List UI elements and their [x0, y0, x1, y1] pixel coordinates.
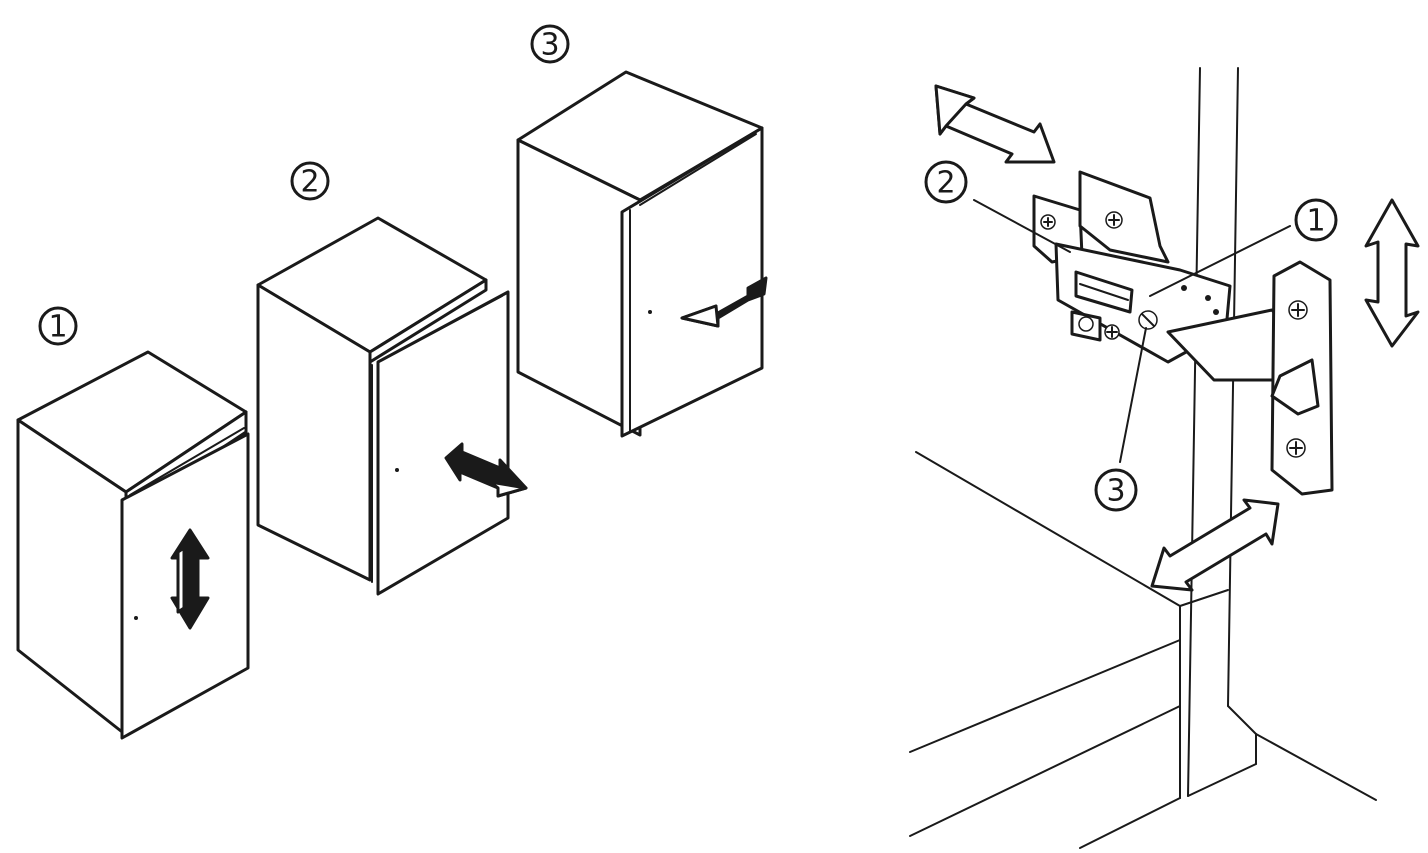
side-adjust-arrow	[934, 84, 1056, 164]
wall-edge-1	[1187, 67, 1201, 797]
slab-top-back	[915, 451, 1181, 607]
right-callout-1: 1	[1294, 198, 1338, 242]
arrow-highlight	[176, 546, 186, 614]
leader-2	[973, 199, 1071, 253]
slab-corner	[1179, 589, 1229, 607]
left-callout-1: 1	[38, 306, 78, 346]
leader-1	[1149, 225, 1291, 297]
left-callout-2: 2	[290, 161, 330, 201]
cabinet-1-knob	[134, 616, 138, 620]
height-adjust-arrow	[1364, 198, 1420, 348]
cabinet-2-knob	[395, 468, 399, 472]
cabinet-1-door-edge	[129, 427, 245, 496]
svg-text:1: 1	[48, 310, 67, 345]
arrow-highlight	[680, 304, 720, 328]
cabinet-2-side	[256, 283, 372, 582]
right-callout-2: 2	[924, 160, 968, 204]
cabinet-3	[516, 70, 768, 438]
depth-adjust-arrow-right	[1150, 498, 1280, 592]
cabinet-3-door	[620, 126, 764, 438]
cabinet-3-side	[516, 138, 642, 437]
cabinet-3-knob	[648, 310, 652, 314]
wall-edge-3	[1227, 705, 1257, 735]
right-callout-3: 3	[1094, 468, 1138, 512]
cabinet-3-door-top-edge	[639, 133, 757, 206]
svg-text:2: 2	[936, 166, 955, 201]
slab-line-3	[1079, 797, 1181, 849]
slab-line-2	[909, 705, 1181, 837]
cabinet-corner	[909, 67, 1377, 849]
wall-edge-2	[1227, 67, 1239, 707]
svg-text:3: 3	[1106, 474, 1125, 509]
svg-text:1: 1	[1306, 204, 1325, 239]
floor-edge	[1255, 733, 1377, 801]
left-callout-3: 3	[530, 24, 570, 64]
svg-text:2: 2	[300, 165, 319, 200]
cabinet-2	[256, 216, 528, 596]
hinge-cup-ear	[1078, 170, 1170, 264]
arrow-highlight	[488, 480, 528, 498]
hinge-knuckle	[1270, 358, 1320, 416]
svg-text:3: 3	[540, 28, 559, 63]
slab-line-1	[909, 639, 1181, 753]
cabinet-1	[16, 350, 250, 740]
wall-edge-5	[1187, 763, 1257, 797]
cabinet-2-gap	[368, 278, 488, 364]
leader-3	[1119, 327, 1147, 463]
concealed-hinge	[1032, 170, 1334, 496]
cabinet-2-door-top-edge	[381, 295, 503, 361]
